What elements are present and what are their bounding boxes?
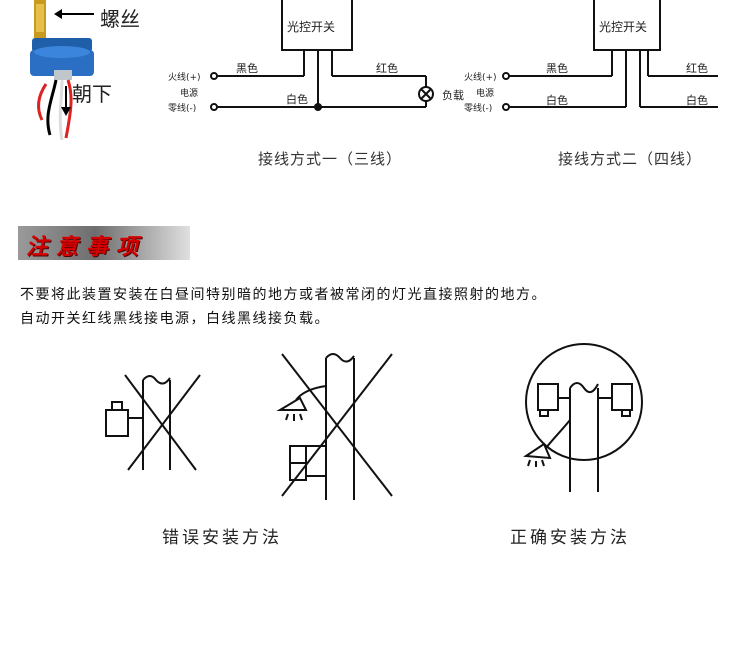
switch-box-label: 光控开关 [287, 20, 336, 34]
diagram2-caption: 接线方式二（四线） [558, 150, 703, 168]
fire-line-label: 火线(+) [168, 73, 201, 83]
fire-line-label-2: 火线(+) [464, 73, 497, 83]
neutral-line-label: 零线(-) [168, 104, 197, 114]
red-wire-label: 红色 [376, 62, 398, 75]
diagram1-caption: 接线方式一（三线） [258, 150, 403, 168]
power-label: 电源 [180, 89, 199, 99]
load-label: 负载 [442, 89, 464, 102]
notice-line-2: 自动开关红线黑线接电源，白线黑线接负载。 [20, 311, 330, 327]
white-wire-label: 白色 [286, 93, 308, 106]
notice-line-1: 不要将此装置安装在白昼间特别暗的地方或者被常闭的灯光直接照射的地方。 [20, 287, 547, 303]
sensor-photo [30, 0, 94, 141]
wrong-install-figure-1 [105, 374, 201, 471]
black-wire-label-2: 黑色 [546, 62, 568, 75]
notice-title: 注意事项 [26, 234, 147, 260]
switch-box-label-2: 光控开关 [599, 20, 648, 34]
neutral-line-label-2: 零线(-) [464, 104, 493, 114]
wrong-install-figure-2 [276, 353, 393, 500]
correct-install-figure [523, 343, 643, 492]
wiring-diagram-three-wire [210, 0, 434, 111]
black-wire-label: 黑色 [236, 62, 258, 75]
white-wire-left-label: 白色 [546, 94, 568, 107]
notice-banner: 注意事项 [18, 226, 190, 260]
screw-label: 螺丝 [100, 7, 140, 31]
red-wire-label-2: 红色 [686, 62, 708, 75]
face-down-label: 朝下 [72, 82, 112, 106]
power-label-2: 电源 [476, 89, 495, 99]
correct-install-caption: 正确安装方法 [510, 528, 630, 548]
wiring-diagram-four-wire [502, 0, 718, 111]
white-wire-right-label: 白色 [686, 94, 708, 107]
wrong-install-caption: 错误安装方法 [162, 528, 282, 548]
